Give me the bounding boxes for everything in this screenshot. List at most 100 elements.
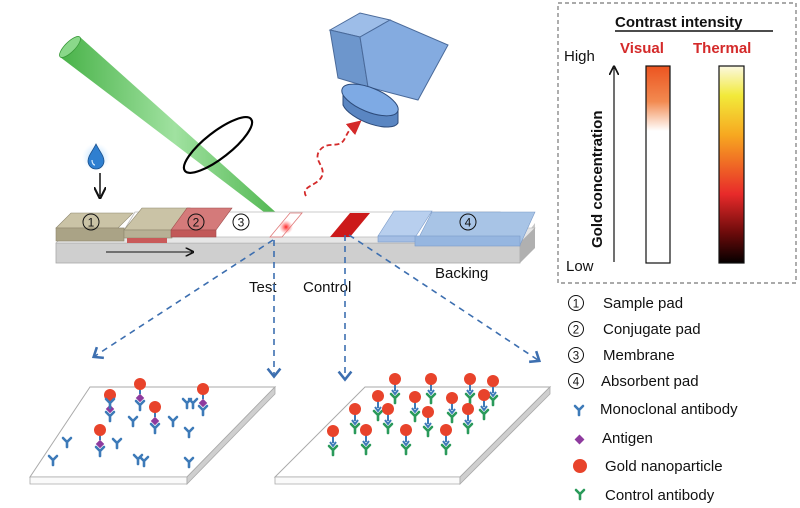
monoclonal-antibody-icon [61,436,73,449]
gold-nanoparticle-icon [446,392,458,404]
gold-nanoparticle-icon [149,401,161,413]
zoom-leader-lines [91,234,542,382]
control-zone-plate [273,373,552,485]
gold-nanoparticle-icon [360,424,372,436]
gold-nanoparticle-icon [464,373,476,385]
high-label: High [564,48,595,65]
gold-nanoparticle-icon [327,425,339,437]
visual-intensity-bar [645,65,671,264]
thermal-intensity-bar [718,65,745,264]
antigen-icon [574,434,585,445]
control-capture-complex [389,373,401,405]
gold-nanoparticle-icon [462,403,474,415]
control-capture-complex [360,424,372,456]
legend-marker: 1 [573,299,579,311]
control-capture-complex [425,373,437,405]
test-label: Test [249,279,277,296]
thermal-emission-arrow [303,120,362,197]
gold-nanoparticle-icon [440,424,452,436]
gold-nanoparticle-icon [134,378,146,390]
visual-label: Visual [620,40,664,57]
legend-item-control-antibody: Control antibody [574,487,715,504]
pad-number-text: 1 [88,216,95,230]
monoclonal-antibody-icon [167,415,179,428]
test-capture-complex [134,378,146,412]
control-capture-complex [464,373,476,405]
monoclonal-antibody-icon [111,437,123,450]
sample-drop-icon [82,143,110,171]
legend-marker: 4 [573,377,580,389]
legend-marker: 2 [573,325,579,337]
control-antibody-icon [574,488,586,501]
laser-beam-icon [59,36,290,228]
gold-nanoparticle-icon [382,403,394,415]
control-capture-complex [372,390,384,422]
legend-item-conjugate-pad: 2 Conjugate pad [568,321,701,338]
control-capture-complex [487,375,499,407]
legend-label: Monoclonal antibody [600,401,738,418]
absorbent-pad [377,210,536,247]
thermal-label: Thermal [693,40,751,57]
gold-nanoparticle-icon [478,389,490,401]
thermal-camera-icon [328,12,449,128]
antigen-icon [95,439,105,449]
laser-spot [279,220,293,234]
control-capture-complex [382,403,394,435]
control-label: Control [303,279,351,296]
gold-nanoparticle-icon [94,424,106,436]
legend-item-gold-nanoparticle: Gold nanoparticle [573,458,723,475]
monoclonal-antibody-icon [183,426,195,439]
gold-nanoparticle-icon [389,373,401,385]
legend-label: Membrane [603,347,675,364]
contrast-intensity-panel: Contrast intensity Visual Thermal High L… [557,2,797,284]
gold-nanoparticle-icon [425,373,437,385]
test-strip [55,207,536,264]
test-capture-complex [197,383,209,417]
test-capture-complex [149,401,161,435]
control-capture-complex [446,392,458,424]
control-capture-complex [478,389,490,421]
legend-label: Gold nanoparticle [605,458,723,475]
legend-item-absorbent-pad: 4 Absorbent pad [568,373,699,390]
pad-number-1: 1 [82,213,100,231]
monoclonal-antibody-icon [187,397,199,410]
gold-nanoparticle-icon [400,424,412,436]
legend: 1 Sample pad 2 Conjugate pad 3 Membrane … [568,295,738,504]
control-capture-complex [462,403,474,435]
gold-nanoparticle-icon [197,383,209,395]
legend-item-sample-pad: 1 Sample pad [568,295,683,312]
test-zone-plate [29,378,277,485]
low-label: Low [566,258,594,275]
control-capture-complex [349,403,361,435]
gold-nanoparticle-icon [409,391,421,403]
legend-label: Control antibody [605,487,715,504]
pad-number-text: 3 [238,216,245,230]
control-capture-complex [409,391,421,423]
test-capture-complex [94,424,106,458]
lens-icon [182,116,254,174]
monoclonal-antibody-icon [104,397,116,410]
monoclonal-antibody-icon [138,455,150,468]
sample-pad [55,207,191,242]
gold-nanoparticle-icon [422,406,434,418]
monoclonal-antibody-icon [573,404,585,417]
pad-number-text: 4 [465,216,472,230]
gold-nanoparticle-icon [573,459,587,473]
legend-item-antigen: Antigen [574,430,653,447]
gold-nanoparticle-icon [104,389,116,401]
monoclonal-antibody-icon [183,456,195,469]
conjugate-pad [127,207,233,243]
pad-number-3: 3 [232,213,250,231]
legend-item-membrane: 3 Membrane [568,347,675,364]
legend-label: Conjugate pad [603,321,701,338]
control-capture-complex [400,424,412,456]
pad-number-text: 2 [193,216,200,230]
gold-concentration-label: Gold concentration [589,110,606,248]
control-capture-complex [327,425,339,457]
monoclonal-antibody-icon [47,454,59,467]
control-capture-complex [440,424,452,456]
gold-nanoparticle-icon [349,403,361,415]
contrast-title: Contrast intensity [615,14,743,31]
legend-marker: 3 [573,351,579,363]
